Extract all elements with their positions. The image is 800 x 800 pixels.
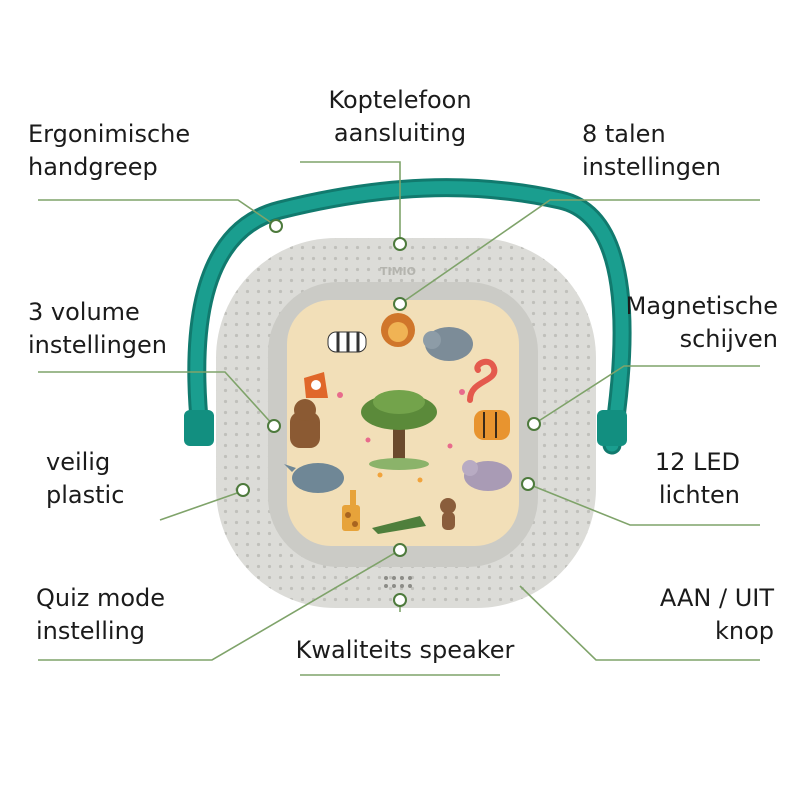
leader-plastic xyxy=(159,491,241,521)
magnetic-disc xyxy=(284,300,519,546)
fox-icon xyxy=(304,372,328,398)
label-speaker: Kwaliteits speaker xyxy=(295,636,515,664)
snake-icon xyxy=(467,358,498,403)
leader-languages xyxy=(399,199,760,305)
zebra-icon xyxy=(327,331,367,353)
hippo-icon xyxy=(462,460,512,491)
leader-handle xyxy=(38,199,277,227)
leader-volume xyxy=(38,371,275,427)
lion-icon xyxy=(381,313,415,347)
handle xyxy=(184,178,632,455)
monkey-icon xyxy=(440,498,456,530)
tiger-icon xyxy=(474,410,510,440)
giraffe-icon xyxy=(342,490,360,531)
leader-quiz xyxy=(38,549,401,661)
crocodile-icon xyxy=(372,516,426,534)
brand-logo: TIMIO xyxy=(380,265,416,278)
leader-headphone xyxy=(300,161,401,244)
leader-lines xyxy=(38,161,760,676)
leader-discs xyxy=(533,365,760,425)
callout-markers xyxy=(236,219,541,607)
rhino-icon xyxy=(284,463,344,493)
leader-power xyxy=(519,585,760,661)
speaker-grille xyxy=(384,576,412,588)
elephant-icon xyxy=(423,327,473,361)
leader-leds xyxy=(527,483,760,526)
tree-icon xyxy=(361,390,437,470)
bear-icon xyxy=(290,399,320,448)
